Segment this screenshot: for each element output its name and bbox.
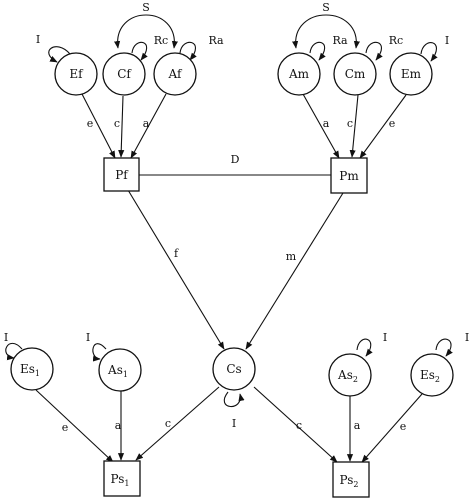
loop-es1: [5, 342, 23, 361]
observed-node-pf: Pf: [103, 157, 140, 192]
covariance-label-cf-af: S: [142, 1, 150, 14]
observed-node-ps2: Ps2: [332, 461, 370, 498]
latent-node-es1: Es1: [10, 347, 54, 391]
loop-em: [420, 42, 438, 62]
latent-label-af: Af: [168, 67, 183, 81]
latent-label-as1: As1: [107, 363, 128, 379]
observed-label-ps1: Ps1: [110, 472, 129, 488]
latent-label-ef: Ef: [69, 67, 84, 81]
loop-ef: [48, 46, 71, 63]
loop-as2: [356, 338, 373, 357]
latent-label-as2: As2: [337, 368, 358, 384]
path-label-es2-ps2: e: [400, 420, 407, 433]
observed-node-ps1: Ps1: [103, 460, 141, 497]
path-am-pm: [302, 93, 340, 159]
path-label-em-pm: e: [389, 117, 396, 130]
loop-cf: [131, 41, 148, 61]
path-label-cf-pf: c: [114, 117, 120, 130]
path-cf-pf: [118, 95, 125, 158]
path-cs-ps2: [253, 386, 338, 463]
latent-node-am: Am: [277, 52, 321, 96]
observed-node-pm: Pm: [330, 157, 368, 194]
latent-node-cf: Cf: [102, 52, 146, 96]
path-label-as2-ps2: a: [354, 419, 361, 432]
observed-label-pf: Pf: [115, 168, 129, 182]
latent-node-as2: As2: [328, 353, 372, 397]
loop-cm: [365, 41, 383, 61]
covariance-arc-am-cm: [292, 14, 360, 49]
loop-label-es1: I: [4, 331, 8, 344]
path-label-ef-pf: e: [87, 117, 94, 130]
latent-node-cm: Cm: [333, 52, 377, 96]
path-label-pm-cs: m: [286, 250, 297, 263]
loop-as1: [92, 343, 107, 362]
loop-cs: [223, 391, 245, 408]
latent-label-cm: Cm: [345, 67, 366, 81]
latent-node-ef: Ef: [54, 52, 98, 96]
path-label-am-pm: a: [323, 117, 330, 130]
loop-es2: [435, 338, 453, 357]
path-cs-ps1: [135, 386, 220, 461]
path-label-cs-ps1: c: [165, 417, 171, 430]
latent-node-es2: Es2: [410, 353, 454, 397]
path-label-af-pf: a: [143, 117, 150, 130]
path-es2-ps2: [361, 393, 423, 463]
path-label-as1-ps1: a: [115, 419, 122, 432]
latent-node-as1: As1: [98, 348, 142, 392]
loop-am: [309, 41, 326, 61]
path-af-pf: [130, 93, 167, 159]
observed-label-ps2: Ps2: [339, 473, 358, 489]
path-label-pf-cs: f: [174, 247, 179, 260]
latent-node-em: Em: [389, 52, 433, 96]
latent-label-cs: Cs: [226, 362, 241, 376]
loop-label-cf: Rc: [154, 34, 168, 47]
loop-af: [179, 41, 197, 61]
latent-label-es1: Es1: [20, 362, 40, 378]
latent-node-af: Af: [153, 52, 197, 96]
observed-label-pm: Pm: [339, 169, 359, 183]
path-pf-cs: [127, 189, 225, 350]
path-label-es1-ps1: e: [62, 421, 69, 434]
latent-label-em: Em: [401, 67, 422, 81]
path-ef-pf: [81, 93, 116, 159]
path-em-pm: [359, 94, 407, 159]
latent-label-am: Am: [288, 67, 310, 81]
loop-label-em: I: [445, 34, 449, 47]
loop-label-cm: Rc: [389, 34, 403, 47]
loop-label-cs: I: [232, 417, 236, 430]
loop-label-ef: I: [36, 33, 40, 46]
path-label-cm-pm: c: [347, 117, 353, 130]
loop-label-es2: I: [465, 331, 469, 344]
path-label-cs-ps2: c: [296, 419, 302, 432]
loop-label-am: Ra: [332, 34, 348, 47]
covariance-arc-cf-af: [114, 14, 178, 49]
loop-label-af: Ra: [208, 34, 224, 47]
path-label-pf-pm: D: [231, 153, 240, 166]
latent-label-cf: Cf: [117, 67, 132, 81]
loop-label-as1: I: [86, 331, 90, 344]
path-es1-ps1: [35, 389, 114, 463]
covariance-label-am-cm: S: [322, 1, 330, 14]
latent-node-cs: Cs: [212, 347, 256, 391]
path-pm-cs: [245, 192, 344, 350]
loop-label-as2: I: [383, 331, 387, 344]
latent-label-es2: Es2: [420, 368, 440, 384]
path-cm-pm: [349, 94, 359, 158]
